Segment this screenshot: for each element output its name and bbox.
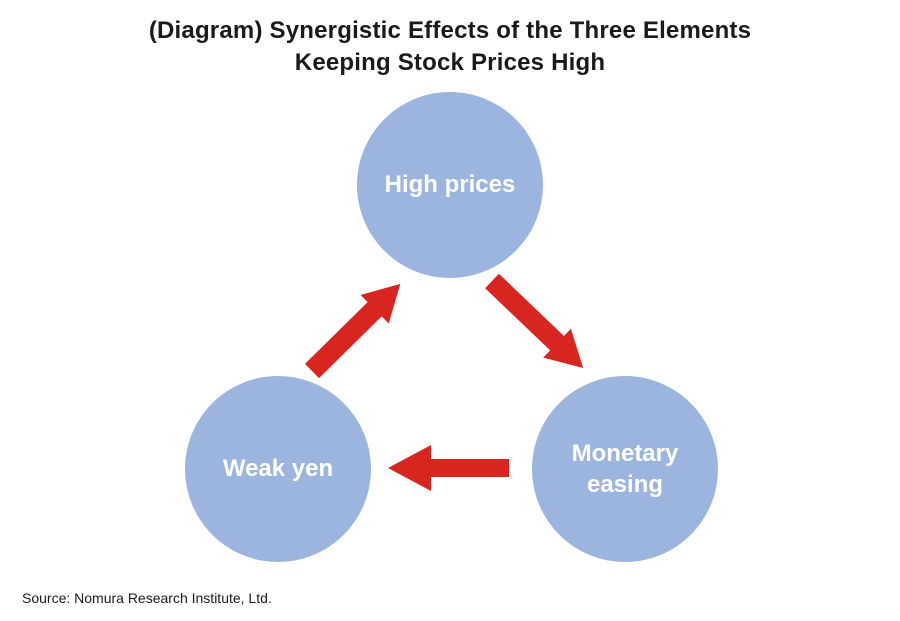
title-line-1: (Diagram) Synergistic Effects of the Thr…: [148, 17, 752, 44]
arrow-weak-yen-to-high-prices-icon: [304, 283, 401, 379]
page-title: (Diagram) Synergistic Effects of the Thr…: [0, 15, 900, 79]
title-line-2: Keeping Stock Prices High: [294, 49, 606, 76]
node-weak-yen-label: Weak yen: [222, 455, 334, 483]
node-high-prices: High prices: [357, 92, 543, 278]
arrow-high-prices-to-monetary-easing-icon: [485, 273, 584, 369]
node-monetary-easing: Monetary easing: [532, 376, 718, 562]
source-note: Source: Nomura Research Institute, Ltd.: [22, 590, 272, 606]
node-high-prices-label: High prices: [384, 171, 516, 199]
arrow-monetary-easing-to-weak-yen-icon: [388, 445, 509, 491]
node-monetary-easing-label: Monetary easing: [571, 439, 679, 498]
node-weak-yen: Weak yen: [185, 376, 371, 562]
